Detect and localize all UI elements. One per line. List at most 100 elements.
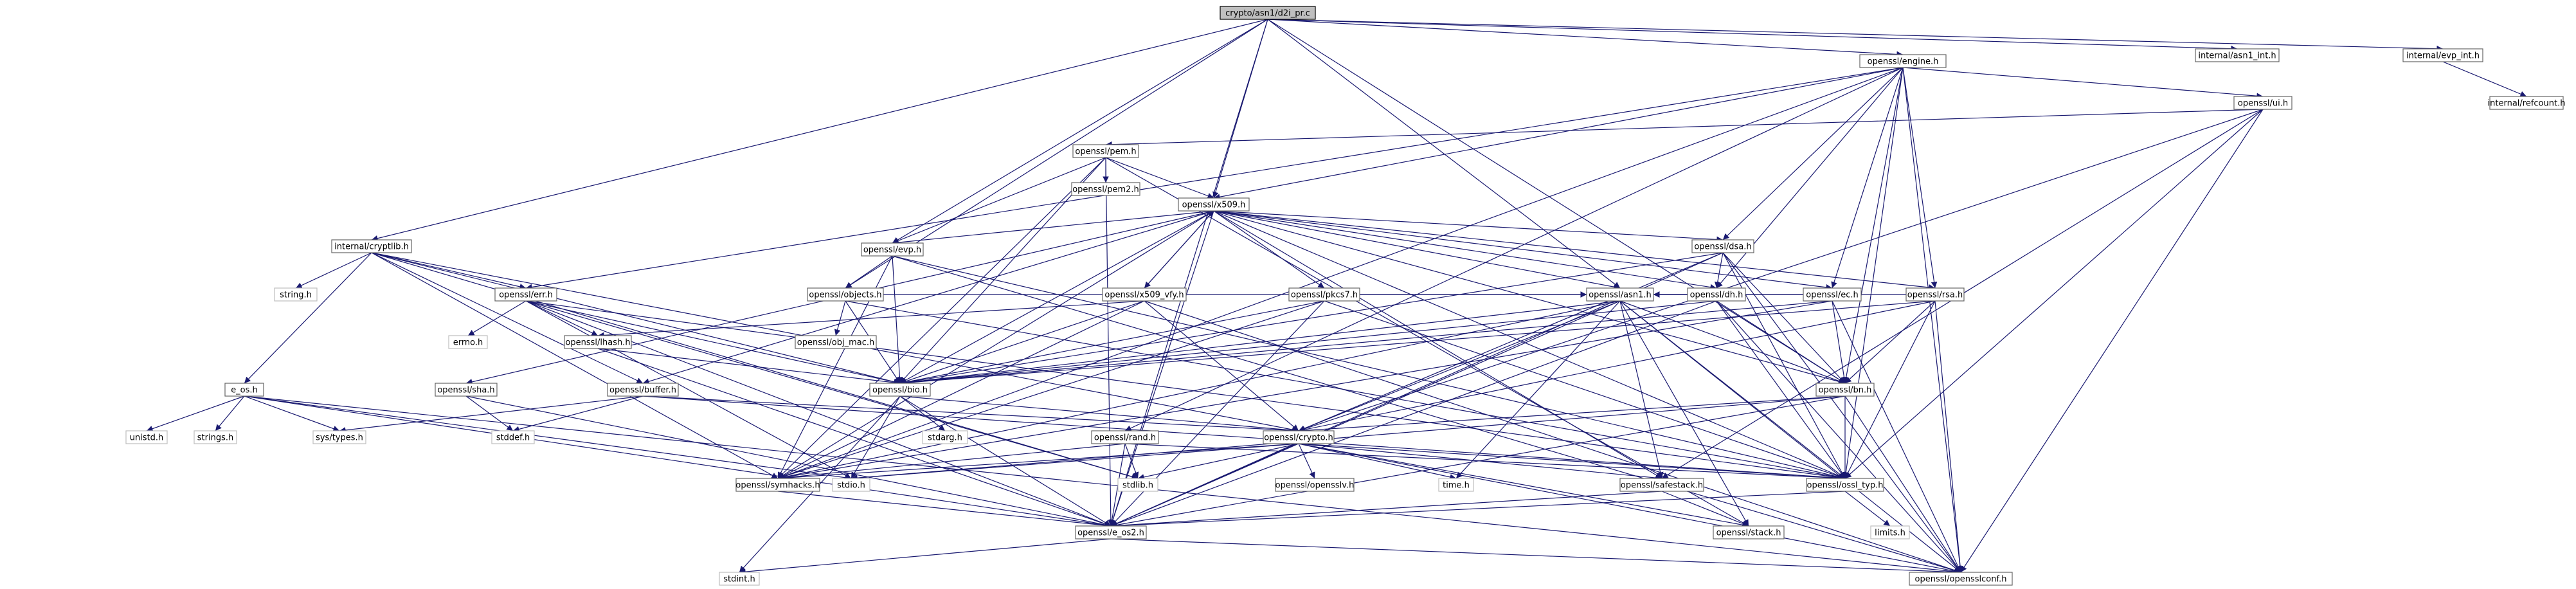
- node-box: [224, 383, 264, 397]
- edge-crypto-to-symhacks: [777, 443, 1299, 482]
- node-label: time.h: [1443, 481, 1470, 491]
- edge-eos2-to-stdint: [739, 538, 1112, 575]
- edge-err-to-stdio: [525, 300, 852, 479]
- node-asn1int[interactable]: internal/asn1_int.h: [2195, 48, 2280, 62]
- edge: [777, 300, 1325, 480]
- node-lhash[interactable]: openssl/lhash.h: [564, 335, 632, 349]
- edge: [1722, 252, 1846, 479]
- node-label: openssl/objects.h: [809, 291, 881, 300]
- node-sha[interactable]: openssl/sha.h: [435, 383, 498, 397]
- node-pkcs7[interactable]: openssl/pkcs7.h: [1288, 287, 1360, 302]
- node-eos[interactable]: e_os.h: [224, 383, 264, 397]
- node-strings: strings.h: [194, 430, 237, 444]
- edge-pkcs7-to-ossltyp: [1324, 300, 1846, 480]
- node-symhacks[interactable]: openssl/symhacks.h: [735, 478, 820, 492]
- edge: [777, 300, 1145, 479]
- edge: [851, 395, 1846, 481]
- edge: [851, 443, 1299, 482]
- edge-ui-to-ossltyp: [1844, 109, 2264, 479]
- edge: [899, 300, 1621, 386]
- node-asn1[interactable]: openssl/asn1.h: [1586, 287, 1654, 302]
- edge: [899, 210, 1214, 384]
- edge: [1716, 67, 1904, 289]
- edge-x509-to-dsa: [1213, 210, 1724, 243]
- node-label: strings.h: [197, 433, 233, 443]
- edge: [1844, 109, 2264, 479]
- node-label: openssl/opensslconf.h: [1915, 575, 2007, 584]
- edge-dh-to-bn: [1716, 300, 1846, 384]
- edge: [1298, 443, 1749, 528]
- node-box: [494, 287, 557, 302]
- node-ossltyp[interactable]: openssl/ossl_typ.h: [1806, 478, 1884, 492]
- node-box: [448, 335, 488, 349]
- node-dh[interactable]: openssl/dh.h: [1687, 287, 1746, 302]
- edge: [1144, 300, 1299, 431]
- edge-x509-to-asn1: [1213, 210, 1621, 290]
- node-crypto[interactable]: openssl/crypto.h: [1263, 430, 1335, 444]
- node-box: [435, 383, 498, 397]
- node-engine[interactable]: openssl/engine.h: [1859, 54, 1947, 68]
- edge-root-to-eos2: [1110, 19, 1268, 527]
- node-x509[interactable]: openssl/x509.h: [1178, 197, 1250, 212]
- node-ec[interactable]: openssl/ec.h: [1803, 287, 1862, 302]
- node-bn[interactable]: openssl/bn.h: [1815, 383, 1875, 397]
- edge-eos-to-unistd: [146, 395, 245, 432]
- node-pem[interactable]: openssl/pem.h: [1072, 144, 1139, 158]
- node-label: stdarg.h: [928, 433, 962, 443]
- node-label: string.h: [280, 291, 312, 300]
- edge-safestack-to-eos2: [1110, 491, 1662, 529]
- node-evp[interactable]: openssl/evp.h: [861, 242, 924, 257]
- node-box: [1288, 287, 1360, 302]
- edge: [1144, 210, 1214, 289]
- edge: [465, 395, 1112, 528]
- edge: [1105, 157, 1214, 199]
- node-bio[interactable]: openssl/bio.h: [869, 383, 931, 397]
- node-box: [2402, 48, 2483, 62]
- edge-x509-to-evp: [892, 210, 1214, 246]
- edge-rsa-to-ossltyp: [1844, 300, 1936, 479]
- node-cryptlib[interactable]: internal/cryptlib.h: [331, 239, 412, 253]
- node-eos2[interactable]: openssl/e_os2.h: [1075, 525, 1147, 539]
- edge-crypto-to-opensslconf: [1298, 443, 1961, 574]
- edge-bio-to-eos2: [899, 395, 1112, 527]
- node-err[interactable]: openssl/err.h: [494, 287, 557, 302]
- node-dsa[interactable]: openssl/dsa.h: [1691, 239, 1754, 253]
- node-label: openssl/ec.h: [1806, 291, 1859, 300]
- edge-ossltyp-to-limits: [1844, 491, 1891, 527]
- node-rand[interactable]: openssl/rand.h: [1091, 430, 1159, 444]
- node-buffer[interactable]: openssl/buffer.h: [607, 383, 679, 397]
- node-label: openssl/rand.h: [1094, 433, 1156, 443]
- node-pem2[interactable]: openssl/pem2.h: [1071, 182, 1140, 196]
- node-ui[interactable]: openssl/ui.h: [2233, 96, 2292, 110]
- node-refcount[interactable]: internal/refcount.h: [2488, 96, 2566, 110]
- edge-root-to-evp: [892, 19, 1268, 244]
- edge-engine-to-rand: [1124, 67, 1904, 431]
- edge: [1832, 300, 1848, 384]
- node-opensslconf[interactable]: openssl/opensslconf.h: [1909, 572, 2013, 586]
- node-safestack[interactable]: openssl/safestack.h: [1619, 478, 1704, 492]
- edge-rand-to-stdlib: [1124, 443, 1139, 479]
- node-objects[interactable]: openssl/objects.h: [807, 287, 884, 302]
- edge-engine-to-dh: [1716, 67, 1904, 289]
- node-objmac[interactable]: openssl/obj_mac.h: [795, 335, 877, 349]
- edge: [371, 19, 1268, 242]
- node-label: openssl/dh.h: [1690, 291, 1743, 300]
- edge: [1213, 210, 1717, 291]
- edge-bio-to-stdio: [851, 395, 901, 479]
- node-box: [1687, 287, 1746, 302]
- edge: [777, 67, 1904, 480]
- edge-cryptlib-to-symhacks: [371, 252, 779, 479]
- node-stack[interactable]: openssl/stack.h: [1713, 525, 1785, 539]
- node-x509vfy[interactable]: openssl/x509_vfy.h: [1102, 287, 1187, 302]
- node-stdarg: stdarg.h: [922, 430, 968, 444]
- edge: [371, 252, 901, 385]
- edge: [1110, 300, 1717, 527]
- node-rsa[interactable]: openssl/rsa.h: [1905, 287, 1965, 302]
- edge-layer: [146, 19, 2527, 575]
- node-evpint[interactable]: internal/evp_int.h: [2402, 48, 2483, 62]
- node-opensslv[interactable]: openssl/opensslv.h: [1275, 478, 1355, 492]
- edge-asn1-to-crypto: [1298, 300, 1621, 431]
- edge: [1298, 395, 1846, 434]
- node-root[interactable]: crypto/asn1/d2i_pr.c: [1220, 6, 1316, 20]
- edge: [642, 210, 1214, 385]
